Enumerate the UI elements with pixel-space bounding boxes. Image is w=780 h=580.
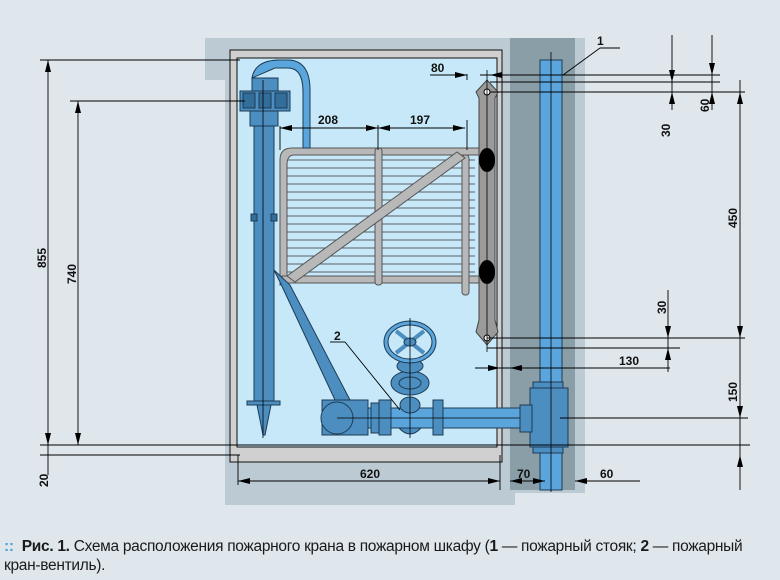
figure-caption: ::Рис. 1. Схема расположения пожарного к… — [4, 538, 743, 574]
dimension-labels: 1 2 80 208 197 620 70 60 130 855 740 20 … — [35, 34, 740, 487]
label-riser: 1 — [597, 34, 604, 48]
dimension-label: 70 — [517, 467, 531, 481]
dimension-label: 60 — [600, 467, 614, 481]
dimension-label: 150 — [726, 382, 740, 402]
dimension-label: 855 — [35, 248, 49, 268]
fire-hydrant-cabinet-diagram: 1 2 80 208 197 620 70 60 130 855 740 20 … — [35, 34, 750, 505]
dimension-label: 130 — [619, 354, 639, 368]
dimension-label: 208 — [318, 113, 338, 127]
fire-hose — [239, 59, 369, 438]
hose-rack — [279, 147, 493, 296]
dimension-label: 60 — [698, 98, 712, 112]
dimension-label: 20 — [37, 473, 51, 487]
fire-riser — [519, 52, 569, 492]
label-valve: 2 — [334, 329, 341, 343]
dimension-label: 30 — [655, 300, 669, 314]
dimension-label: 80 — [431, 61, 445, 75]
dimension-label: 197 — [410, 113, 430, 127]
hinge-bar — [475, 70, 499, 352]
dimension-arrows — [45, 60, 743, 484]
dimension-label: 620 — [360, 467, 380, 481]
dimension-label: 450 — [726, 208, 740, 228]
dimension-label: 740 — [65, 264, 79, 284]
bullet-icon: :: — [4, 538, 14, 555]
dimension-label: 30 — [659, 123, 673, 137]
